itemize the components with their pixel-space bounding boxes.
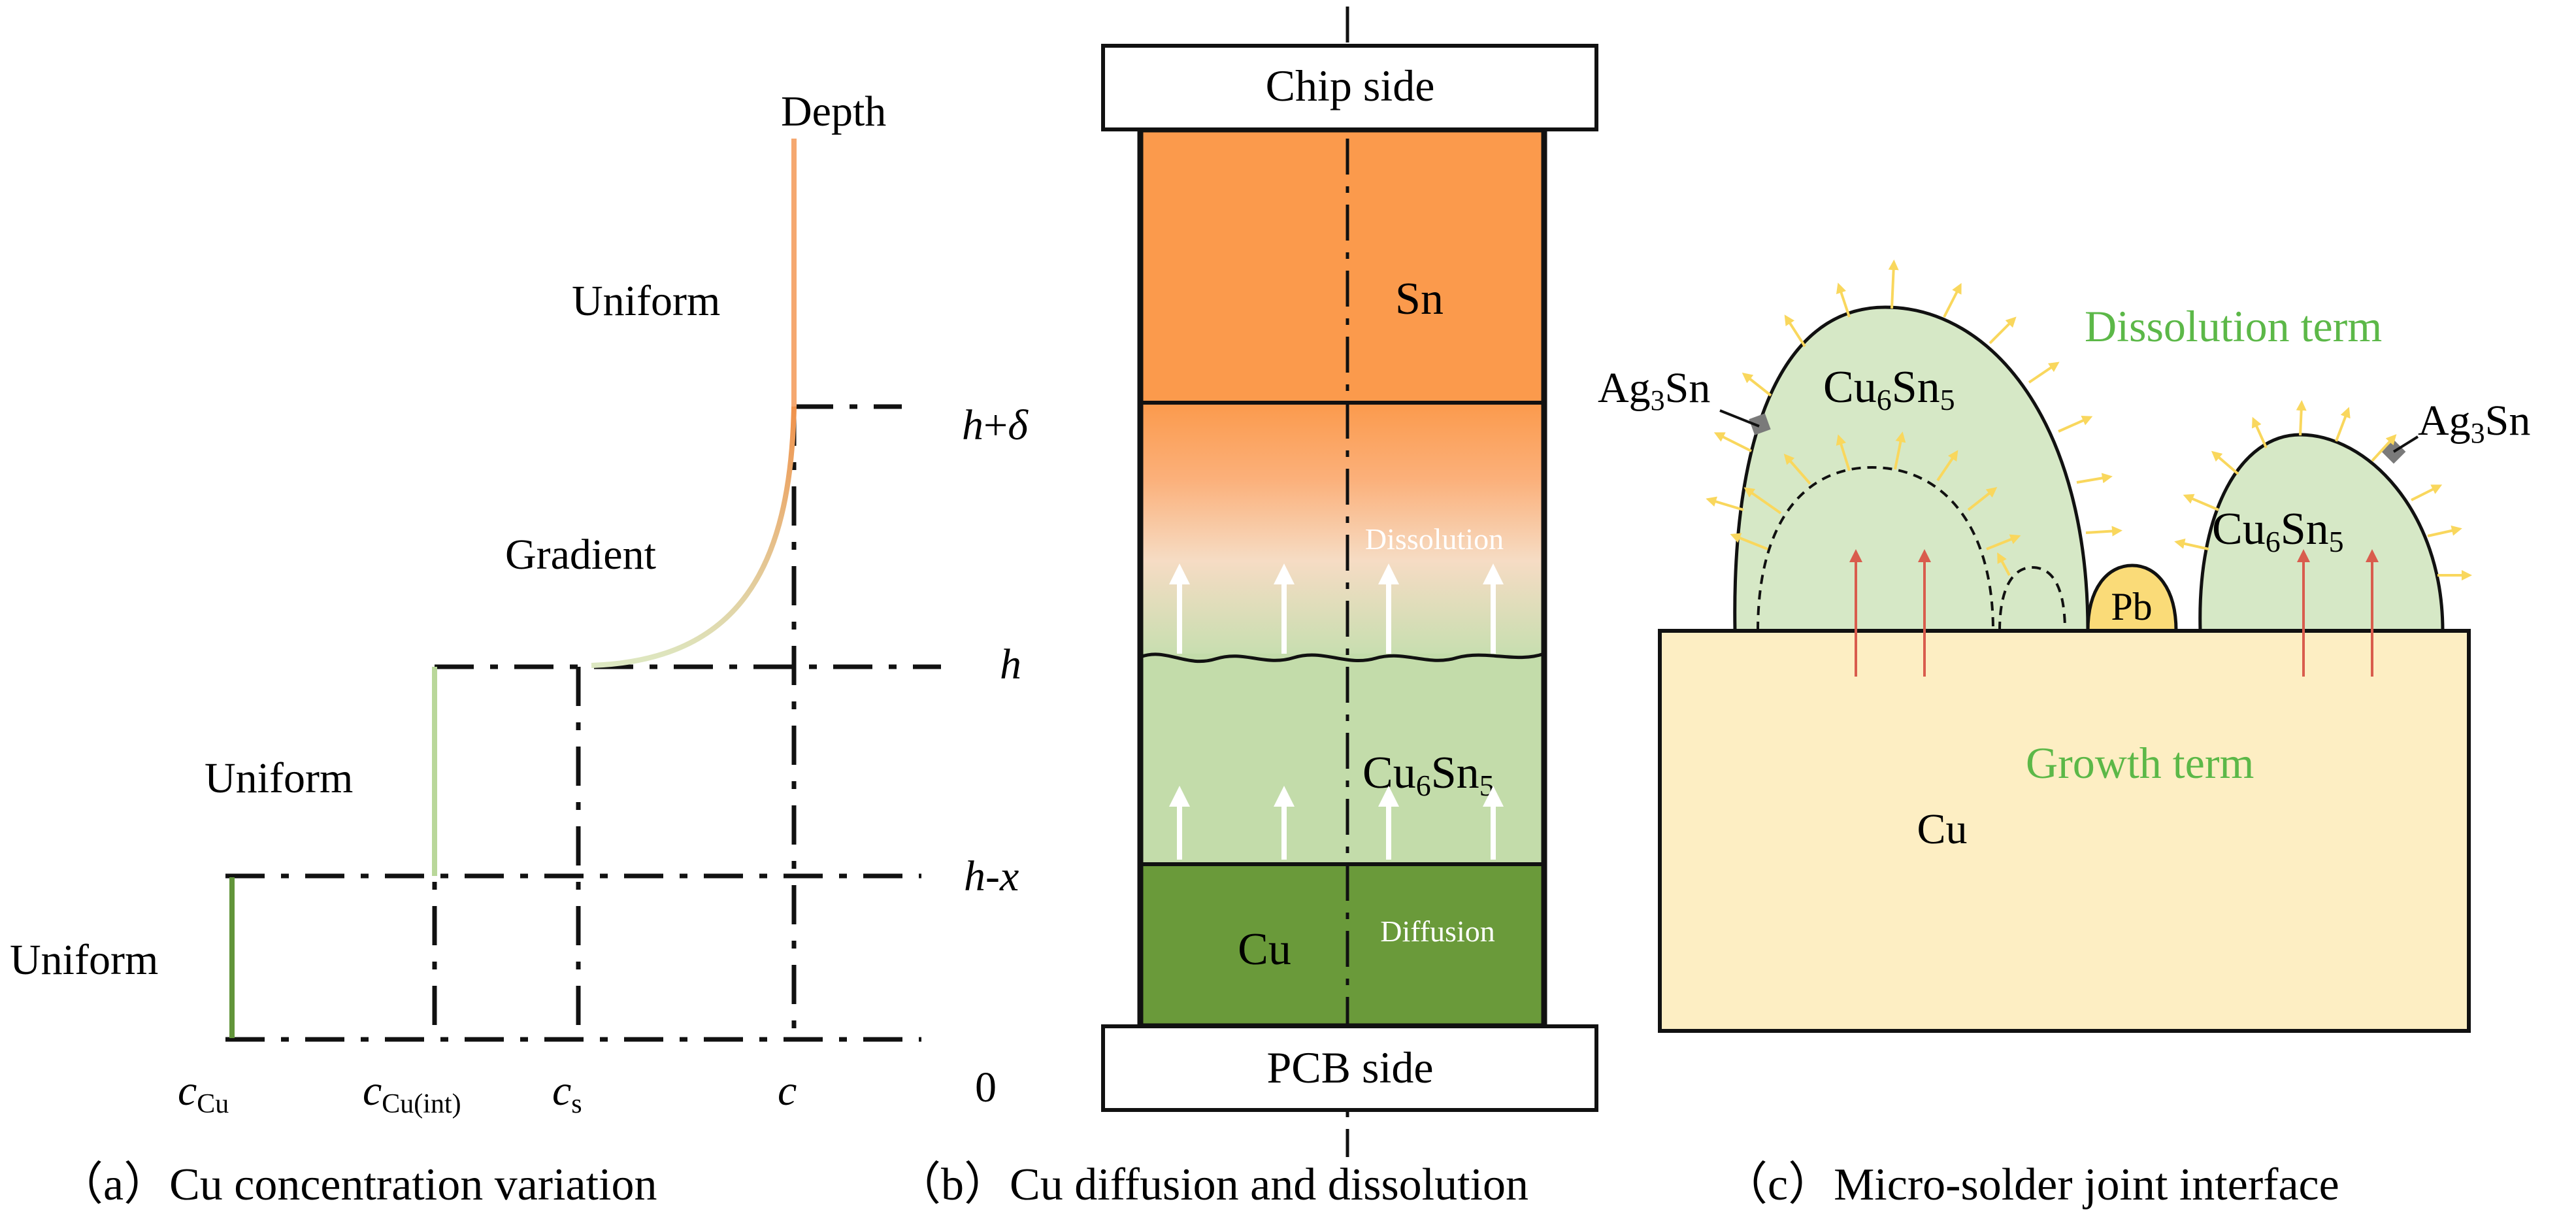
- caption-c: （c）Micro-solder joint interface: [1722, 1160, 2339, 1210]
- caption-a: （a）Cu concentration variation: [58, 1160, 657, 1210]
- pcb-side-box: [1101, 1024, 1598, 1112]
- cu-layer: [1140, 864, 1544, 1026]
- imc-right-label: Cu6Sn5: [2212, 504, 2344, 558]
- cu-label-b: Cu: [1238, 924, 1291, 975]
- grid-lines: [225, 404, 941, 1042]
- profile-gradient-curve: [591, 406, 797, 668]
- pcb-side-label: PCB side: [1266, 1043, 1433, 1092]
- left-imc-grain: [1733, 305, 2090, 633]
- panel-a-concentration: Depth Uniform Gradient Uniform Uniform h…: [10, 88, 1029, 1210]
- sn-label: Sn: [1395, 274, 1444, 324]
- dissolution-term-label: Dissolution term: [2085, 301, 2382, 351]
- ag3sn-left-label: Ag3Sn: [1598, 364, 1710, 416]
- sn-layer: [1140, 129, 1544, 403]
- y-label-h-minus-x: h-x: [964, 852, 1019, 900]
- small-dashed-grain: [1998, 565, 2066, 631]
- uniform-mid-label: Uniform: [205, 754, 353, 802]
- x-label-c-s: cs: [552, 1067, 582, 1119]
- pb-label: Pb: [2111, 585, 2152, 628]
- uniform-bottom-label: Uniform: [10, 936, 158, 984]
- y-label-h-plus-delta: h+δ: [962, 401, 1029, 449]
- y-label-h: h: [1000, 641, 1021, 688]
- x-label-c: c: [778, 1067, 797, 1115]
- depth-label: Depth: [781, 88, 886, 135]
- gradient-label: Gradient: [505, 531, 656, 579]
- x-label-c-cu: cCu: [178, 1067, 229, 1119]
- growth-arrows: [1849, 549, 2379, 677]
- growth-term-label: Growth term: [2026, 738, 2254, 788]
- cu-substrate-label: Cu: [1917, 805, 1967, 853]
- ag3sn-particle-left: [1749, 413, 1771, 435]
- x-label-c-cu-int: cCu(int): [363, 1067, 461, 1119]
- y-label-zero: 0: [975, 1064, 997, 1111]
- imc-left-label: Cu6Sn5: [1823, 362, 1955, 416]
- chip-side-box: [1101, 44, 1598, 131]
- panel-b-column: Chip side PCB side Sn Cu6Sn5 Cu Dissolut…: [895, 7, 1598, 1210]
- dissolution-zone: [1140, 403, 1544, 658]
- diffusion-label: Diffusion: [1380, 915, 1495, 948]
- caption-b: （b）Cu diffusion and dissolution: [895, 1160, 1528, 1210]
- chip-side-label: Chip side: [1266, 61, 1435, 110]
- cu-substrate: [1658, 629, 2471, 1033]
- ag3sn-right-label: Ag3Sn: [2418, 397, 2530, 449]
- dissolution-rays: [1706, 260, 2122, 537]
- wavy-interface: [1140, 652, 1545, 664]
- pb-particle: [2086, 563, 2178, 633]
- inner-dashed-grain: [1757, 465, 1994, 631]
- panel-c-interface: Pb Ag3Sn Ag3Sn Cu6Sn5 Cu6Sn5 Dissolution…: [1598, 260, 2530, 1210]
- uniform-top-label: Uniform: [572, 277, 720, 325]
- dissolution-label: Dissolution: [1365, 522, 1504, 556]
- white-arrows: [1169, 563, 1504, 860]
- imc-layer: [1140, 654, 1544, 864]
